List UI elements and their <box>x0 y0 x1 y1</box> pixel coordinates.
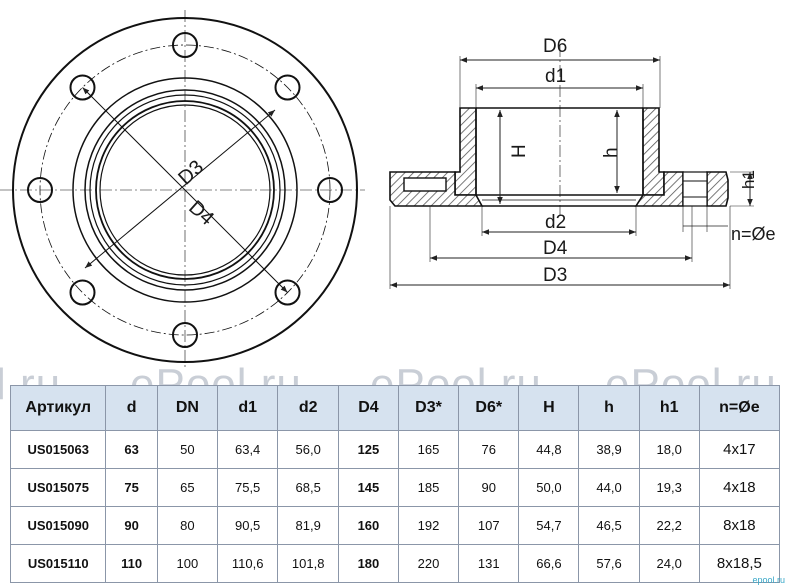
cell-d2: 56,0 <box>277 430 339 469</box>
cell-d1: 90,5 <box>216 506 279 545</box>
cell-h: 44,0 <box>578 468 640 507</box>
cell-article: US015063 <box>9 430 107 469</box>
sec-d6-label: D6 <box>543 36 567 57</box>
front-d4-label: D4 <box>184 196 218 229</box>
col-d: d <box>105 385 158 431</box>
section-view <box>389 45 729 215</box>
sec-H-label: H <box>509 144 530 158</box>
col-d2: d2 <box>277 385 339 431</box>
cell-D6: 131 <box>458 544 520 583</box>
cell-dn: 80 <box>156 506 218 545</box>
table-row: US015090 90 80 90,5 81,9 160 192 107 54,… <box>9 506 781 545</box>
cell-h: 38,9 <box>578 430 640 469</box>
right-bolt-hole <box>682 171 708 207</box>
cell-D3: 165 <box>397 430 460 469</box>
cell-d2: 101,8 <box>277 544 339 583</box>
cell-D6: 107 <box>458 506 520 545</box>
cell-d1: 63,4 <box>216 430 279 469</box>
cell-h: 57,6 <box>578 544 640 583</box>
col-h1: h1 <box>638 385 700 431</box>
cell-dn: 100 <box>156 544 218 583</box>
cell-d1: 75,5 <box>216 468 279 507</box>
left-collar-section <box>454 107 477 196</box>
cell-H: 66,6 <box>518 544 580 583</box>
cell-H: 50,0 <box>518 468 580 507</box>
sec-ne-label: n=Øe <box>731 224 776 244</box>
d4-dimension-line <box>84 109 276 269</box>
cell-D3: 185 <box>397 468 460 507</box>
cell-d: 63 <box>105 430 158 469</box>
col-h: h <box>578 385 640 431</box>
bolt-hole <box>69 279 96 306</box>
cell-d2: 68,5 <box>277 468 339 507</box>
cell-D6: 76 <box>458 430 520 469</box>
right-flange-tip <box>706 171 729 207</box>
section-dimensions <box>389 56 754 289</box>
right-collar-section <box>642 107 665 196</box>
cell-D4: 160 <box>337 506 399 545</box>
cell-d1: 110,6 <box>216 544 279 583</box>
cell-dn: 65 <box>156 468 218 507</box>
sec-d2-label: d2 <box>545 212 566 233</box>
cell-D4: 145 <box>337 468 399 507</box>
cell-ne: 8x18 <box>698 506 781 545</box>
cell-d: 110 <box>105 544 158 583</box>
col-D3: D3* <box>397 385 460 431</box>
cell-dn: 50 <box>156 430 218 469</box>
col-d1: d1 <box>216 385 279 431</box>
cell-h1: 22,2 <box>638 506 700 545</box>
bolt-hole <box>274 279 301 306</box>
sec-h-label: h <box>601 147 622 158</box>
cell-D3: 220 <box>397 544 460 583</box>
technical-drawing: D3 D4 <box>0 10 776 370</box>
cell-d2: 81,9 <box>277 506 339 545</box>
cell-H: 44,8 <box>518 430 580 469</box>
table-row: US015110 110 100 110,6 101,8 180 220 131… <box>9 544 781 583</box>
cell-d: 90 <box>105 506 158 545</box>
front-view <box>0 10 365 370</box>
col-article: Артикул <box>9 385 107 431</box>
cell-D4: 125 <box>337 430 399 469</box>
cell-article: US015090 <box>9 506 107 545</box>
cell-ne: 4x17 <box>698 430 781 469</box>
cell-h1: 24,0 <box>638 544 700 583</box>
table-row: US015063 63 50 63,4 56,0 125 165 76 44,8… <box>9 430 781 469</box>
cell-h1: 18,0 <box>638 430 700 469</box>
cell-ne: 4x18 <box>698 468 781 507</box>
cell-D6: 90 <box>458 468 520 507</box>
cell-h1: 19,3 <box>638 468 700 507</box>
corner-logo: epool.ru <box>752 575 785 585</box>
col-D6: D6* <box>458 385 520 431</box>
col-D4: D4 <box>337 385 399 431</box>
cell-article: US015075 <box>9 468 107 507</box>
cell-D3: 192 <box>397 506 460 545</box>
sec-d1-label: d1 <box>545 66 566 87</box>
col-dn: DN <box>156 385 218 431</box>
sec-D4-label: D4 <box>543 238 568 259</box>
cell-d: 75 <box>105 468 158 507</box>
col-H: H <box>518 385 580 431</box>
cell-D4: 180 <box>337 544 399 583</box>
table-header-row: Артикул d DN d1 d2 D4 D3* D6* H h h1 n=Ø… <box>9 385 781 431</box>
sec-D3-label: D3 <box>543 265 567 286</box>
cell-H: 54,7 <box>518 506 580 545</box>
cell-article: US015110 <box>9 544 107 583</box>
spec-table: Артикул d DN d1 d2 D4 D3* D6* H h h1 n=Ø… <box>9 385 781 583</box>
col-ne: n=Øe <box>698 385 781 431</box>
cell-h: 46,5 <box>578 506 640 545</box>
cell-ne: 8x18,5 <box>698 544 781 583</box>
left-bolt-slot <box>403 177 447 192</box>
table-row: US015075 75 65 75,5 68,5 145 185 90 50,0… <box>9 468 781 507</box>
sec-h1-label: h1 <box>739 170 758 189</box>
